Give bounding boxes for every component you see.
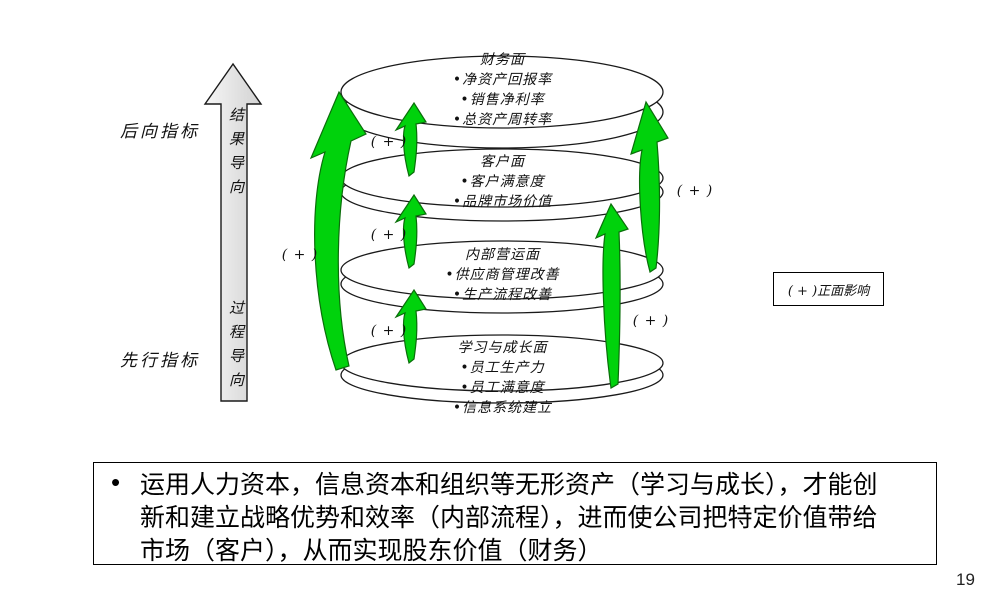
perspective-item: •员工生产力: [460, 360, 545, 376]
perspective-customer: 客户面 •客户满意度 •品牌市场价值: [340, 152, 665, 212]
perspective-title: 学习与成长面: [457, 340, 548, 356]
perspective-financial: 财务面 •净资产回报率 •销售净利率 •总资产周转率: [340, 50, 665, 130]
perspective-item: •品牌市场价值: [452, 194, 553, 210]
perspective-item: •销售净利率: [460, 92, 545, 108]
perspective-item: •客户满意度: [460, 174, 545, 190]
result-process-axis-arrow-icon: [203, 62, 263, 402]
perspective-title: 客户面: [480, 154, 525, 170]
leading-indicator-label: 先行指标: [120, 351, 200, 371]
perspective-item: •总资产周转率: [452, 112, 553, 128]
perspective-item: •供应商管理改善: [445, 267, 560, 283]
plus-mark: ( + ): [370, 323, 408, 339]
perspective-title: 内部营运面: [465, 247, 540, 263]
plus-mark: ( + ): [632, 313, 670, 329]
perspective-item: •员工满意度: [460, 380, 545, 396]
green-arrow-mid-middle-icon: [394, 193, 427, 270]
plus-mark: ( + ): [370, 227, 408, 243]
page-number: 19: [956, 570, 975, 589]
green-arrow-mid-top-icon: [394, 101, 427, 178]
green-arrow-mid-bottom-icon: [394, 288, 427, 365]
summary-line: 运用人力资本，信息资本和组织等无形资产（学习与成长），才能创: [140, 471, 878, 499]
diagram-canvas: [203, 55, 669, 404]
perspective-learning: 学习与成长面 •员工生产力 •员工满意度 •信息系统建立: [340, 338, 665, 418]
summary-bullet: •: [111, 467, 121, 497]
axis-label-result-oriented: 结果导向: [227, 107, 245, 203]
lagging-indicator-label: 后向指标: [120, 122, 200, 142]
green-arrow-right-upper-icon: [630, 100, 669, 273]
ellipse-internal-upper: [340, 240, 664, 300]
ellipse-financial-upper: [340, 55, 664, 129]
summary-box: • 运用人力资本，信息资本和组织等无形资产（学习与成长），才能创 新和建立战略优…: [93, 462, 937, 565]
plus-mark: ( + ): [676, 183, 714, 199]
green-arrow-left-long-icon: [309, 90, 367, 371]
summary-line: 市场（客户），从而实现股东价值（财务）: [140, 537, 603, 565]
perspective-title: 财务面: [480, 52, 525, 68]
axis-label-process-oriented: 过程导向: [227, 300, 245, 396]
perspective-internal: 内部营运面 •供应商管理改善 •生产流程改善: [340, 245, 665, 305]
plus-mark: ( + ): [370, 134, 408, 150]
perspective-item: •信息系统建立: [452, 400, 553, 416]
summary-line: 新和建立战略优势和效率（内部流程），进而使公司把特定价值带给: [140, 504, 878, 532]
perspective-item: •生产流程改善: [452, 287, 553, 303]
plus-mark: ( + ): [281, 247, 319, 263]
legend-label: ( + )正面影响: [787, 283, 870, 299]
perspective-item: •净资产回报率: [452, 72, 553, 88]
legend-box: ( + )正面影响: [773, 272, 884, 306]
summary-text: 运用人力资本，信息资本和组织等无形资产（学习与成长），才能创 新和建立战略优势和…: [140, 469, 878, 568]
green-arrow-right-lower-icon: [594, 202, 629, 389]
